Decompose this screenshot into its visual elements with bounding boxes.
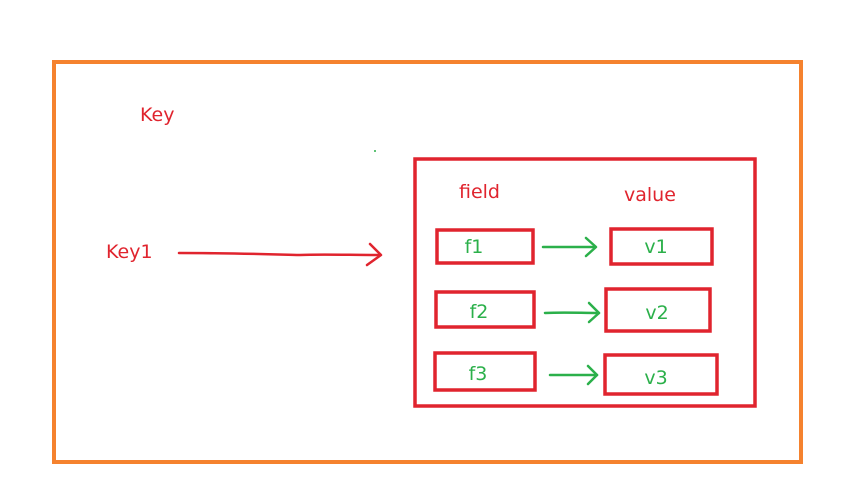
value-label-1: v1 <box>644 236 668 258</box>
pair-arrow-1 <box>541 236 598 258</box>
pair-arrow-3-head <box>586 364 599 386</box>
outer-container <box>52 60 803 464</box>
key1-arrow <box>177 242 383 267</box>
value-box-1 <box>609 227 714 266</box>
value-label-3: v3 <box>644 367 668 389</box>
field-label-2: f2 <box>469 301 489 323</box>
value-box-3 <box>603 353 719 396</box>
pair-arrow-1-head <box>584 236 598 258</box>
value-header: value <box>624 184 676 206</box>
key1-arrow-head <box>365 242 383 267</box>
field-header: field <box>459 181 500 203</box>
key1-arrow-shaft <box>177 251 382 257</box>
stray-dot <box>374 150 376 152</box>
field-box-1 <box>435 228 535 265</box>
field-label-1: f1 <box>464 236 484 258</box>
field-box-3 <box>433 351 537 392</box>
field-box-2 <box>434 290 536 329</box>
hash-container <box>413 157 757 408</box>
value-box-2 <box>604 287 712 333</box>
value-label-2: v2 <box>645 302 669 324</box>
key1-label: Key1 <box>106 241 153 263</box>
pair-arrow-2-head <box>587 301 601 324</box>
pair-arrow-2 <box>543 301 601 324</box>
key-label: Key <box>140 104 175 126</box>
pair-arrow-3 <box>548 364 599 386</box>
field-label-3: f3 <box>468 363 488 385</box>
